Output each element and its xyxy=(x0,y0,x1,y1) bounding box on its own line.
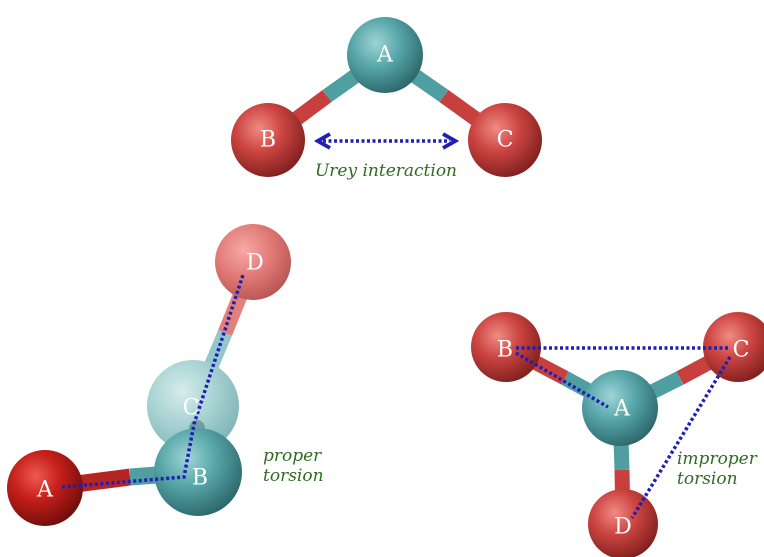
improper-atom-b-label: B xyxy=(497,338,513,363)
urey-atom-a xyxy=(347,17,423,93)
urey-atom-c xyxy=(468,103,542,177)
improper-atom-d xyxy=(588,489,658,557)
urey-atom-b-label: B xyxy=(260,128,276,153)
proper-torsion-path xyxy=(61,274,245,489)
improper-torsion-molecule: B C A D improper torsion xyxy=(471,312,764,557)
proper-atom-d xyxy=(215,224,291,300)
improper-atom-a-label: A xyxy=(613,397,631,422)
proper-caption-line2: torsion xyxy=(263,466,324,486)
proper-atom-a xyxy=(7,450,83,526)
proper-caption-line1: proper xyxy=(263,446,322,466)
urey-atom-a-label: A xyxy=(376,43,394,68)
proper-atom-a-label: A xyxy=(36,478,54,503)
urey-atom-c-label: C xyxy=(497,128,514,153)
proper-atom-b-label: B xyxy=(192,466,208,491)
urey-molecule: A B C Urey interaction xyxy=(231,17,542,181)
improper-atom-a xyxy=(582,370,658,446)
proper-atom-c-label: C xyxy=(183,396,200,421)
urey-caption: Urey interaction xyxy=(315,161,457,181)
proper-atom-b xyxy=(154,428,242,516)
proper-atom-d-label: D xyxy=(246,251,264,276)
proper-atom-c xyxy=(147,360,239,452)
improper-atom-d-label: D xyxy=(614,515,632,540)
improper-torsion-b-a xyxy=(515,351,609,409)
proper-torsion-molecule: D C B A proper torsion xyxy=(7,224,324,526)
improper-atom-c xyxy=(703,312,764,382)
improper-atom-b xyxy=(471,312,541,382)
urey-atom-b xyxy=(231,103,305,177)
improper-atom-c-label: C xyxy=(733,338,750,363)
improper-caption-line1: improper xyxy=(677,449,758,469)
improper-torsion-c-d xyxy=(630,356,732,519)
improper-caption-line2: torsion xyxy=(677,469,738,489)
